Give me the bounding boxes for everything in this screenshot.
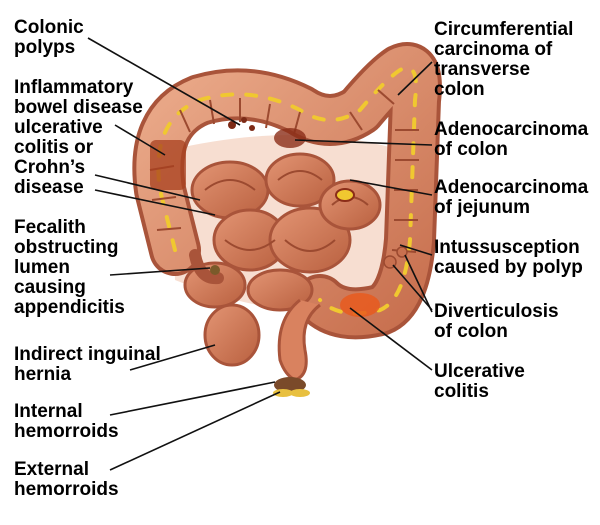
colon [132,42,442,340]
appendix [189,249,224,285]
small-intestine-folds [204,170,369,252]
hemorrhoids [273,377,310,397]
label-ibd: Inflammatory bowel disease ulcerative co… [14,77,143,198]
label-circumferential-carcinoma: Circumferential carcinoma of transverse … [434,19,574,100]
label-intussusception: Intussusception caused by polyp [434,237,583,278]
fecalith [210,265,220,275]
label-colonic-polyps: Colonic polyps [14,17,84,58]
label-fecalith: Fecalith obstructing lumen causing appen… [14,217,125,318]
label-adenocarcinoma-jejunum: Adenocarcinoma of jejunum [434,177,589,218]
label-internal-hemorroids: Internal hemorroids [14,401,119,442]
label-ulcerative-colitis: Ulcerative colitis [434,361,525,402]
leader-lines [87,37,433,471]
carcinoma-ring [274,128,306,148]
jejunum-tumor [335,188,355,202]
ulcerative-patch [340,293,380,317]
label-diverticulosis: Diverticulosis of colon [434,301,559,342]
small-intestine [183,152,382,312]
crohns-lesion [150,140,186,190]
label-adenocarcinoma-colon: Adenocarcinoma of colon [434,119,589,160]
hernia-sac [203,303,261,367]
label-external-hemorroids: External hemorroids [14,459,119,500]
colonic-polyps [228,117,255,131]
rectum [277,298,321,382]
label-inguinal-hernia: Indirect inguinal hernia [14,344,161,385]
